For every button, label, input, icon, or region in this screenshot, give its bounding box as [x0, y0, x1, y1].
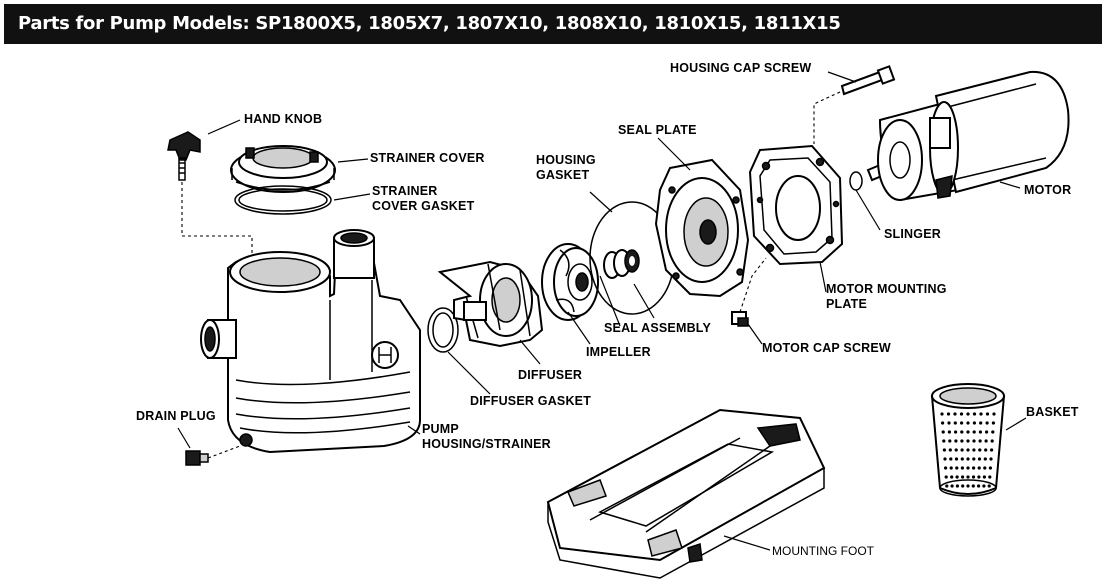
label-motor-cap-screw: MOTOR CAP SCREW	[762, 341, 891, 355]
label-seal-assembly: SEAL ASSEMBLY	[604, 321, 712, 335]
seal-plate-part[interactable]	[654, 158, 750, 298]
leader-lines	[177, 71, 1027, 551]
label-pump-housing-line1: PUMP	[422, 422, 459, 436]
label-mounting-foot: MOUNTING FOOT	[772, 544, 874, 558]
hand-knob-part[interactable]	[167, 131, 201, 181]
motor-mounting-plate-part[interactable]	[748, 144, 844, 266]
label-basket: BASKET	[1026, 405, 1079, 419]
mounting-foot-part[interactable]	[546, 408, 826, 579]
label-seal-plate: SEAL PLATE	[618, 123, 697, 137]
housing-cap-screw-part[interactable]	[840, 65, 896, 96]
label-drain-plug: DRAIN PLUG	[136, 409, 216, 423]
label-housing-gasket-line2: GASKET	[536, 168, 590, 182]
label-diffuser: DIFFUSER	[518, 368, 583, 382]
label-motor-mounting-plate-line1: MOTOR MOUNTING	[826, 282, 947, 296]
page-title: Parts for Pump Models: SP1800X5, 1805X7,…	[18, 13, 841, 34]
label-motor: MOTOR	[1024, 183, 1072, 197]
seal-assembly-part[interactable]	[603, 249, 640, 279]
motor-part[interactable]	[866, 70, 1070, 202]
label-motor-mounting-plate-line2: PLATE	[826, 297, 868, 311]
label-impeller: IMPELLER	[586, 345, 651, 359]
label-hand-knob: HAND KNOB	[244, 112, 323, 126]
header-bar: Parts for Pump Models: SP1800X5, 1805X7,…	[4, 4, 1102, 44]
drain-plug-part[interactable]	[185, 450, 209, 466]
label-strainer-cover-gasket-line1: STRAINER	[372, 184, 438, 198]
label-strainer-cover-gasket-line2: COVER GASKET	[372, 199, 475, 213]
basket-perforation	[940, 412, 996, 488]
hayward-logo-icon	[371, 341, 399, 369]
motor-cap-screw-part[interactable]	[731, 311, 749, 327]
pump-housing-strainer-part[interactable]	[200, 229, 421, 454]
diffuser-part[interactable]	[437, 260, 544, 348]
impeller-part[interactable]	[541, 243, 599, 321]
label-slinger: SLINGER	[884, 227, 941, 241]
label-strainer-cover: STRAINER COVER	[370, 151, 485, 165]
strainer-cover-part[interactable]	[230, 145, 336, 193]
diffuser-gasket-part[interactable]	[427, 307, 459, 353]
label-housing-cap-screw: HOUSING CAP SCREW	[670, 61, 812, 75]
strainer-cover-gasket-part[interactable]	[234, 185, 332, 215]
basket-part[interactable]	[930, 383, 1006, 497]
label-housing-gasket-line1: HOUSING	[536, 153, 596, 167]
slinger-part[interactable]	[849, 171, 863, 191]
label-pump-housing-line2: HOUSING/STRAINER	[422, 437, 551, 451]
label-diffuser-gasket: DIFFUSER GASKET	[470, 394, 592, 408]
